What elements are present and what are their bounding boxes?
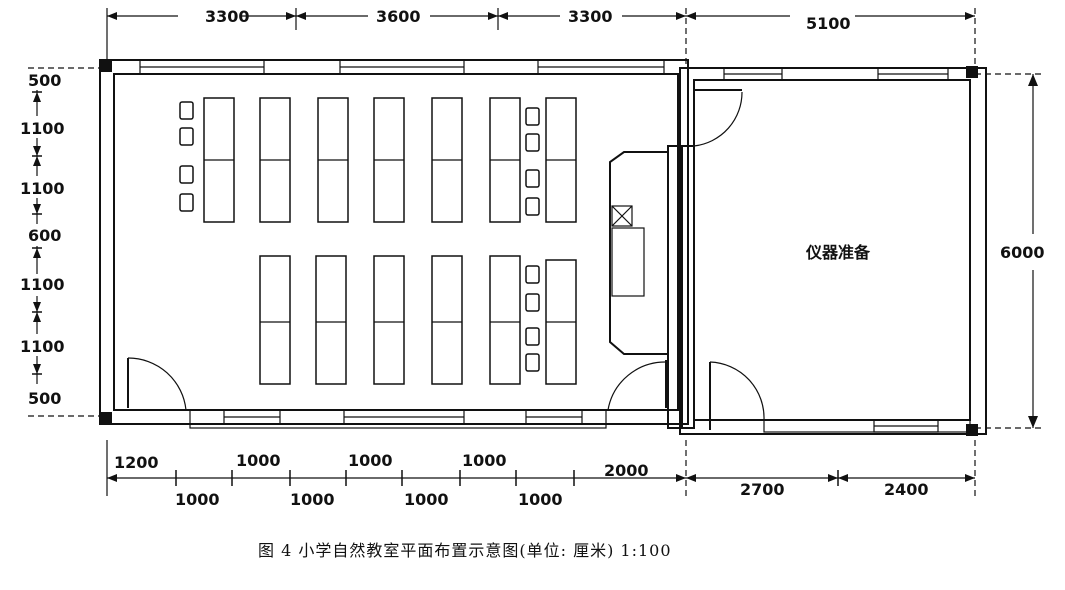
doors	[127, 89, 765, 430]
dim-left-3: 1100	[20, 179, 65, 198]
lab-bench	[609, 151, 668, 355]
dim-left-5: 1100	[20, 275, 65, 294]
dim-left-1: 500	[28, 71, 61, 90]
desks-top-row	[203, 97, 577, 223]
dim-bottom-11: 2400	[884, 480, 929, 499]
dim-left-6: 1100	[20, 337, 65, 356]
top-windows	[139, 59, 949, 81]
dim-top-1: 3300	[205, 7, 250, 26]
dim-top-3: 3300	[568, 7, 613, 26]
bottom-dimension-line	[106, 440, 976, 496]
top-dimension-line	[106, 8, 976, 68]
dim-bottom-9: 1000	[518, 490, 563, 509]
figure-caption: 图 4 小学自然教室平面布置示意图(单位: 厘米) 1:100	[258, 541, 672, 560]
dim-bottom-3: 1000	[348, 451, 393, 470]
dim-bottom-5: 2000	[604, 461, 649, 480]
dim-right: 6000	[1000, 243, 1045, 262]
bottom-windows	[189, 409, 971, 433]
room-label: 仪器准备	[805, 243, 871, 262]
dim-bottom-7: 1000	[290, 490, 335, 509]
dim-bottom-6: 1000	[175, 490, 220, 509]
dim-bottom-1: 1200	[114, 453, 159, 472]
desks-bottom-row	[259, 255, 577, 385]
dim-left-2: 1100	[20, 119, 65, 138]
left-dimension-line	[28, 67, 110, 417]
dim-bottom-2: 1000	[236, 451, 281, 470]
dim-left-4: 600	[28, 226, 61, 245]
dim-bottom-10: 2700	[740, 480, 785, 499]
dim-top-2: 3600	[376, 7, 421, 26]
dim-top-4: 5100	[806, 14, 851, 33]
stools	[179, 101, 540, 372]
dim-left-7: 500	[28, 389, 61, 408]
dim-bottom-4: 1000	[462, 451, 507, 470]
dim-bottom-8: 1000	[404, 490, 449, 509]
